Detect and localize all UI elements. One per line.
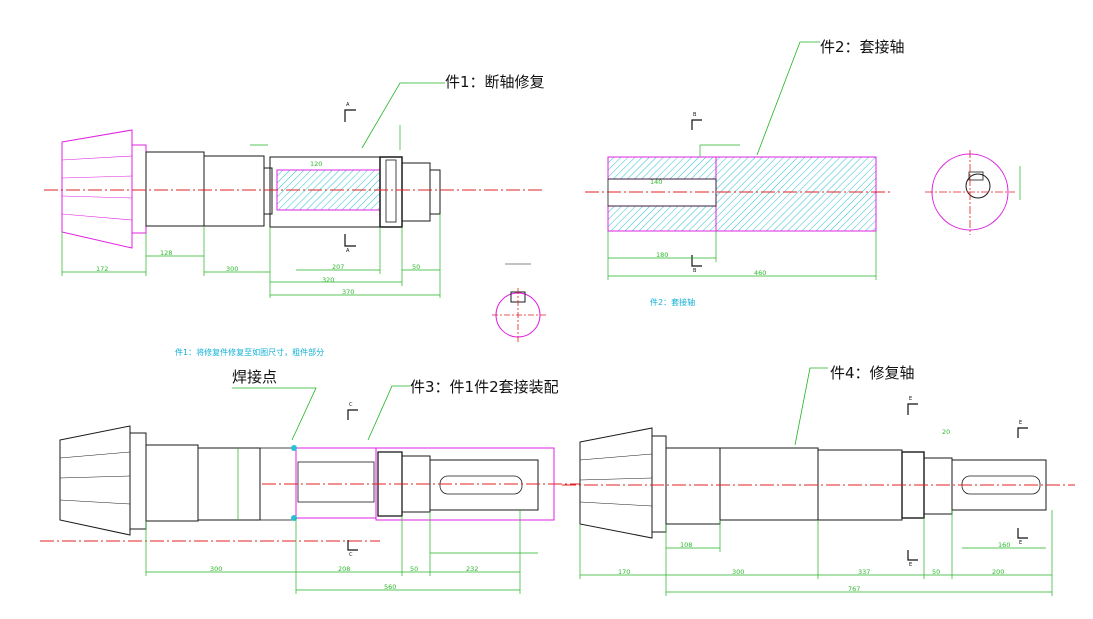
section-mark: C [349, 552, 353, 558]
part2-drawing [585, 41, 1021, 280]
part1-title: 件1：断轴修复 [445, 73, 545, 91]
dimension-label: 180 [656, 251, 669, 259]
dimension-label: 320 [322, 276, 335, 284]
part2-title: 件2：套接轴 [820, 38, 905, 56]
section-mark: E [1019, 540, 1023, 546]
part4-title: 件4：修复轴 [830, 364, 915, 382]
dimension-label: 200 [992, 568, 1005, 576]
dimension-label: 108 [680, 541, 693, 549]
dimension-label: 300 [226, 265, 239, 273]
part3-drawing [40, 385, 580, 594]
section-mark: B [693, 268, 697, 274]
section-mark: E [909, 396, 913, 402]
dimension-label: 140 [650, 178, 663, 186]
section-mark: E [1019, 420, 1023, 426]
dimension-label: 128 [160, 249, 173, 257]
dimension-label: 232 [466, 565, 479, 573]
section-mark: A [346, 102, 350, 108]
dimension-label: 337 [858, 568, 871, 576]
weld-point-label: 焊接点 [232, 368, 278, 386]
part1-drawing [44, 82, 545, 298]
dimension-label: 170 [618, 568, 631, 576]
dimension-label: 300 [210, 565, 223, 573]
dimension-label: 172 [96, 265, 109, 273]
dimension-label: 207 [332, 263, 345, 271]
section-mark: E [909, 562, 913, 568]
dimension-label: 560 [384, 583, 397, 591]
dimension-label: 50 [412, 263, 421, 271]
dimension-label: 208 [338, 565, 351, 573]
section-mark: B [693, 112, 697, 118]
part1-note: 件1：将修复件修复至如图尺寸，粗件部分 [175, 348, 325, 357]
dimension-label: 767 [848, 585, 861, 593]
dimension-label: 160 [998, 541, 1011, 549]
section-detail-a [492, 263, 546, 342]
dimension-label: 300 [732, 568, 745, 576]
part4-drawing [562, 367, 1075, 596]
dimension-label: 120 [310, 160, 323, 168]
dimension-label: 20 [942, 428, 951, 436]
part3-title: 件3：件1件2套接装配 [410, 378, 559, 396]
dimension-label: 50 [410, 565, 419, 573]
part2-note: 件2：套接轴 [650, 298, 696, 307]
section-mark: A [346, 248, 350, 254]
dimension-label: 50 [932, 568, 941, 576]
dimension-label: 370 [342, 288, 355, 296]
section-mark: C [349, 402, 353, 408]
dimension-label: 460 [754, 269, 767, 277]
